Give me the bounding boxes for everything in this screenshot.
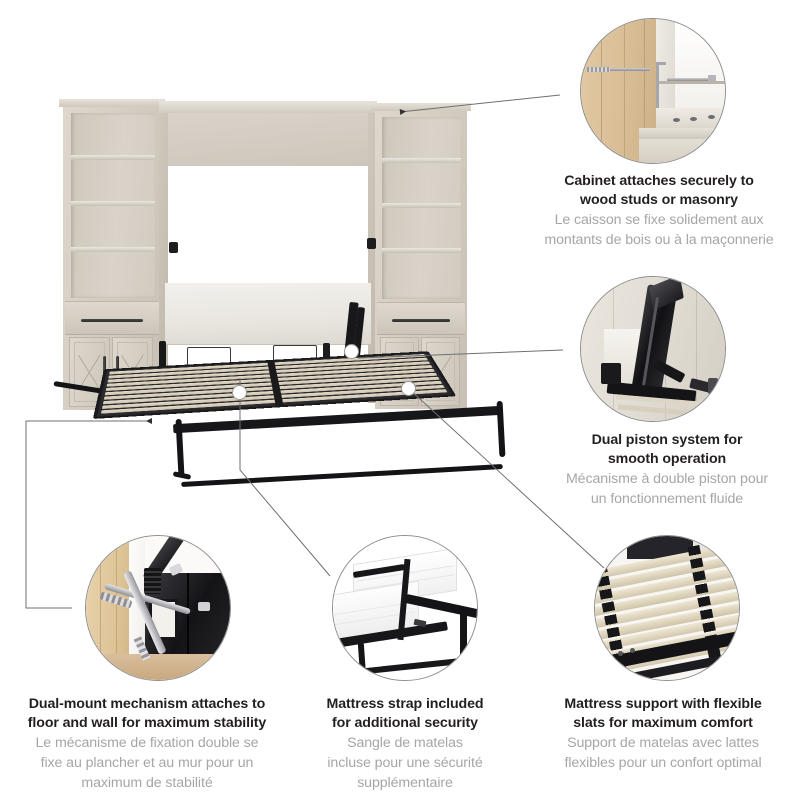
caption-flexible-slats-fr-line1: Support de matelas avec lattes — [567, 735, 759, 751]
caption-flexible-slats-fr-line2: flexibles pour un confort optimal — [564, 755, 762, 771]
caption-dual-mount-fr-line2: fixe au plancher et au mur pour un — [40, 755, 254, 771]
feature-inset-mattress-strap — [332, 535, 478, 681]
cabinet-hinge-left — [169, 242, 178, 253]
feature-inset-dual-piston — [580, 276, 726, 422]
anchor-dot-mattress-strap — [232, 385, 247, 400]
caption-wall-mount: Cabinet attaches securely to wood studs … — [518, 172, 800, 250]
caption-mattress-strap-en-line2: for additional security — [332, 715, 478, 731]
left-cabinet-open-shelves — [71, 113, 155, 298]
right-cabinet-drawer — [377, 302, 465, 335]
caption-dual-mount: Dual-mount mechanism attaches to floor a… — [4, 695, 290, 793]
anchor-dot-flexible-slats — [401, 381, 416, 396]
anchor-dot-dual-piston — [344, 344, 359, 359]
caption-dual-mount-en-line1: Dual-mount mechanism attaches to — [28, 696, 266, 712]
caption-flexible-slats-en-line1: Mattress support with flexible — [564, 696, 762, 712]
caption-dual-mount-en-line2: floor and wall for maximum stability — [27, 715, 267, 731]
caption-flexible-slats: Mattress support with flexible slats for… — [528, 695, 798, 773]
right-cabinet-open-shelves — [382, 117, 461, 299]
product-illustration — [53, 95, 525, 487]
drawer-pull-icon — [81, 319, 143, 322]
left-storage-cabinet — [59, 99, 165, 410]
caption-flexible-slats-en-line2: slats for maximum comfort — [573, 715, 753, 731]
caption-dual-piston-en-line2: smooth operation — [607, 451, 727, 467]
caption-wall-mount-fr-line1: Le caisson se fixe solidement aux — [554, 212, 764, 228]
caption-wall-mount-en-line1: Cabinet attaches securely to — [564, 173, 754, 189]
strap-clip — [323, 343, 330, 361]
caption-dual-piston-fr-line1: Mécanisme à double piston pour — [565, 471, 769, 487]
bed-leg-right — [496, 400, 506, 458]
caption-mattress-strap: Mattress strap included for additional s… — [292, 695, 518, 793]
caption-dual-piston: Dual piston system for smooth operation … — [536, 431, 798, 509]
left-cabinet-drawer — [65, 301, 159, 335]
drawer-pull-icon — [392, 319, 450, 322]
caption-dual-piston-en-line1: Dual piston system for — [591, 432, 743, 448]
cabinet-hinge-right — [367, 238, 376, 249]
feature-inset-dual-mount — [85, 535, 231, 681]
feature-inset-flexible-slats — [594, 535, 740, 681]
caption-mattress-strap-fr-line2: incluse pour une sécurité — [327, 755, 483, 771]
caption-dual-piston-fr-line2: un fonctionnement fluide — [590, 491, 744, 507]
caption-wall-mount-fr-line2: montants de bois ou à la maçonnerie — [544, 232, 774, 248]
caption-dual-mount-fr-line3: maximum de stabilité — [81, 775, 213, 791]
headboard-panel — [165, 283, 371, 345]
bed-leg-crossbar — [181, 464, 503, 487]
caption-mattress-strap-fr-line3: supplémentaire — [357, 775, 453, 791]
feature-inset-wall-mount — [580, 18, 726, 164]
caption-wall-mount-en-line2: wood studs or masonry — [580, 192, 738, 208]
caption-mattress-strap-fr-line1: Sangle de matelas — [347, 735, 463, 751]
bed-foot-left — [172, 471, 192, 480]
caption-mattress-strap-en-line1: Mattress strap included — [326, 696, 484, 712]
piston-arm-left — [159, 341, 166, 367]
caption-dual-mount-fr-line1: Le mécanisme de fixation double se — [35, 735, 259, 751]
